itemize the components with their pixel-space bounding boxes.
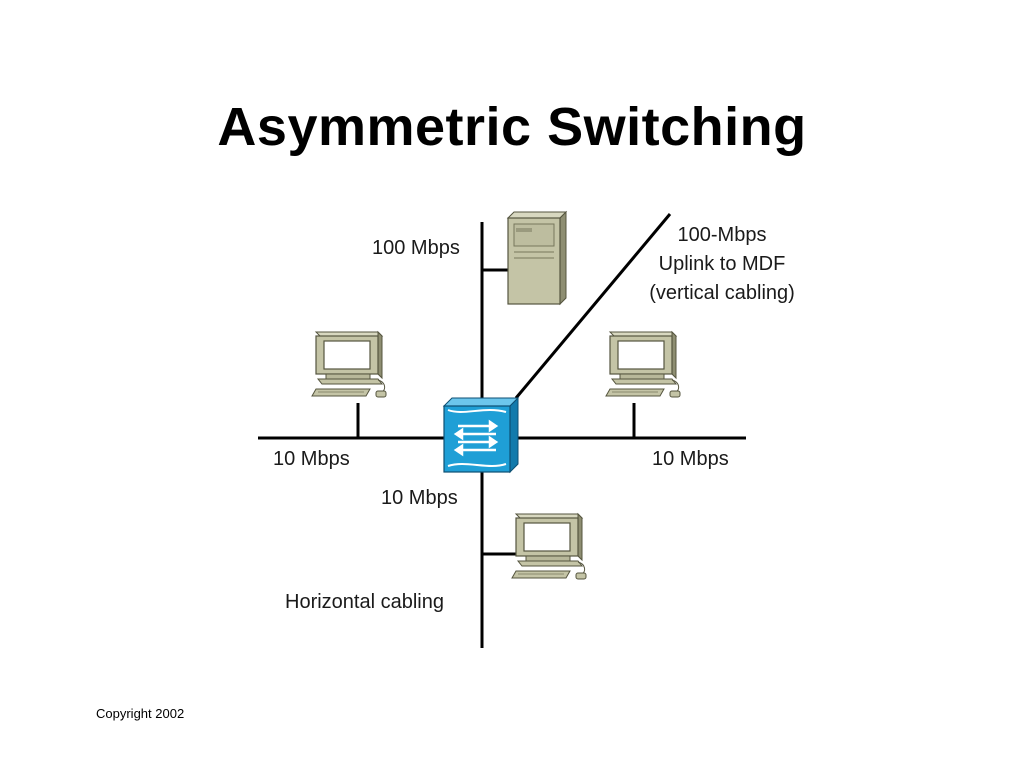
uplink-label-line2: Uplink to MDF [659,253,786,275]
switch-icon [442,396,520,474]
workstation-icon [605,331,681,398]
uplink-label-line3: (vertical cabling) [649,282,795,304]
slide-title: Asymmetric Switching [217,97,807,157]
copyright-notice: Copyright 2002 [96,706,185,721]
horizontal-cabling-label: Horizontal cabling [285,591,444,613]
left-speed-label: 10 Mbps [273,448,350,470]
server-icon [506,210,568,306]
workstation-icon [511,513,587,580]
workstation-icon [311,331,387,398]
uplink-cable [514,213,672,399]
server-speed-label: 100 Mbps [372,237,460,259]
bottom-speed-label: 10 Mbps [381,487,458,509]
right-speed-label: 10 Mbps [652,448,729,470]
uplink-label-line1: 100-Mbps [678,224,767,246]
